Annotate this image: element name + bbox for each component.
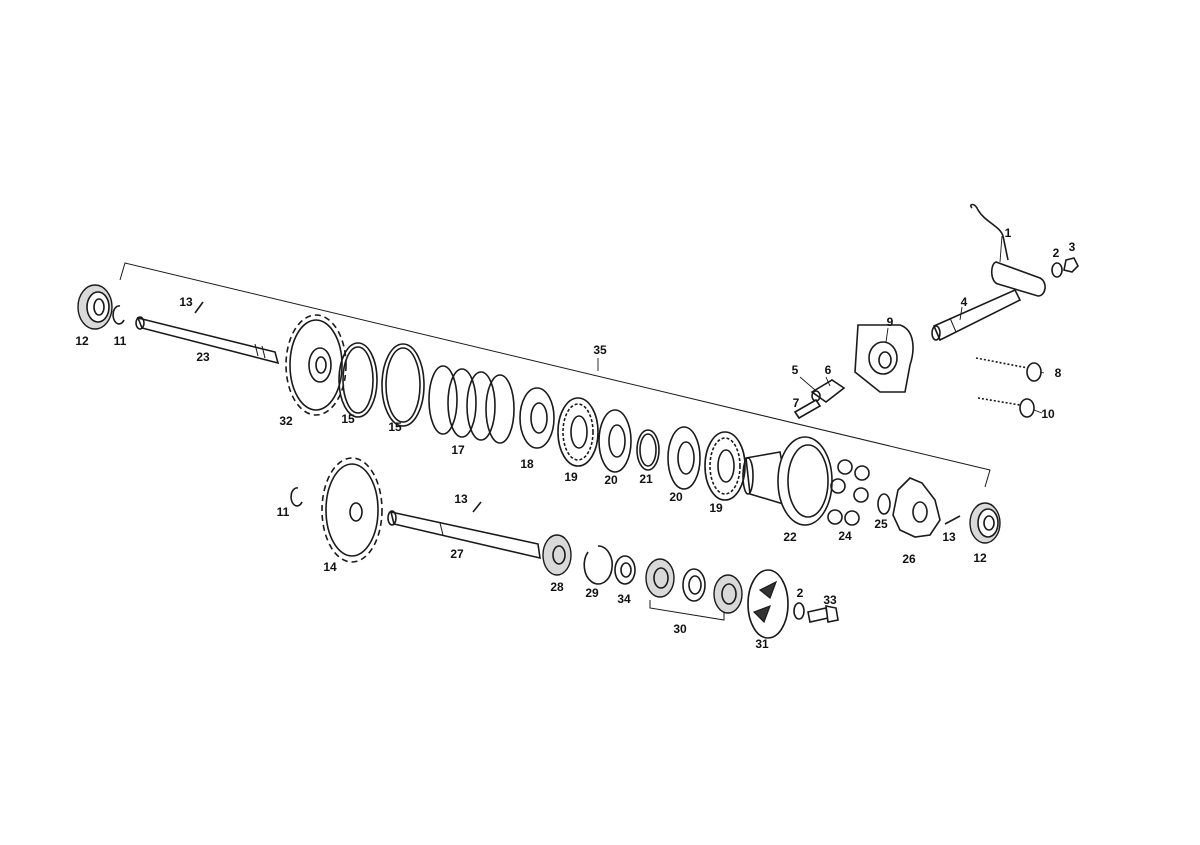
label-2-lower: 2 <box>797 586 804 600</box>
gear-32 <box>285 314 347 416</box>
label-18: 18 <box>520 457 534 471</box>
bolt-8 <box>975 357 1042 382</box>
label-33: 33 <box>823 593 837 607</box>
washer-34 <box>614 555 636 585</box>
fitting-5-6 <box>810 379 846 403</box>
bell-cup-22 <box>742 436 833 526</box>
label-23: 23 <box>196 350 210 364</box>
label-30: 30 <box>673 622 687 636</box>
ring-15-a <box>338 342 378 418</box>
label-24: 24 <box>838 529 852 543</box>
label-6: 6 <box>825 363 832 377</box>
impeller-31 <box>747 569 789 639</box>
label-13-right: 13 <box>942 530 956 544</box>
ramp-plate-26 <box>892 477 941 538</box>
cover-9 <box>854 324 914 393</box>
ring-15-b <box>381 343 425 427</box>
label-2-upper: 2 <box>1053 246 1060 260</box>
label-19-b: 19 <box>709 501 723 515</box>
washer-20-b <box>667 426 701 490</box>
label-7: 7 <box>793 396 800 410</box>
label-15-a: 15 <box>341 412 355 426</box>
label-22: 22 <box>783 530 797 544</box>
spring-17 <box>428 365 515 444</box>
label-19-a: 19 <box>564 470 578 484</box>
circlip-29 <box>583 545 613 585</box>
nut-3 <box>1063 257 1079 273</box>
bolt-10 <box>977 397 1035 418</box>
label-14: 14 <box>323 560 337 574</box>
label-12-left: 12 <box>75 334 89 348</box>
label-8: 8 <box>1055 366 1062 380</box>
label-10: 10 <box>1041 407 1055 421</box>
thrust-bearing-19-a <box>557 397 599 467</box>
label-28: 28 <box>550 580 564 594</box>
ring-21 <box>636 429 660 471</box>
pin-13-lower <box>472 501 482 513</box>
circlip-11-lower <box>290 487 303 507</box>
label-11-upper: 11 <box>114 334 127 348</box>
label-9: 9 <box>887 315 894 329</box>
label-4: 4 <box>961 295 968 309</box>
label-13-lower: 13 <box>454 492 468 506</box>
balls-24 <box>827 459 870 526</box>
label-32: 32 <box>279 414 293 428</box>
leader-lines <box>799 235 1045 414</box>
label-31: 31 <box>755 637 769 651</box>
seal-kit-30 <box>645 558 743 621</box>
thrust-bearing-19-b <box>704 431 746 501</box>
bearing-12-right <box>969 502 1001 544</box>
label-17: 17 <box>451 443 465 457</box>
pin-13-right <box>944 515 961 525</box>
pin-13-upper <box>194 301 204 314</box>
shaft-27 <box>387 510 541 560</box>
label-12-right: 12 <box>973 551 987 565</box>
gear-14 <box>321 457 383 563</box>
label-1: 1 <box>1005 226 1012 240</box>
pin-7 <box>793 398 822 420</box>
label-13-upper: 13 <box>179 295 193 309</box>
label-25: 25 <box>874 517 888 531</box>
shaft-23 <box>135 316 280 365</box>
bearing-28 <box>542 534 572 576</box>
circlip-11-upper <box>112 305 125 325</box>
assembly-bracket-35 <box>119 262 991 488</box>
label-26: 26 <box>902 552 916 566</box>
washer-2-upper <box>1051 262 1063 278</box>
washer-20-a <box>598 409 632 473</box>
label-20-b: 20 <box>669 490 683 504</box>
label-27: 27 <box>450 547 464 561</box>
label-20-a: 20 <box>604 473 618 487</box>
part-labels: 1 2 3 4 9 5 6 7 8 10 35 12 11 13 23 32 1… <box>75 226 1075 651</box>
label-34: 34 <box>617 592 631 606</box>
shaft-4 <box>931 288 1022 342</box>
washer-18 <box>519 387 555 449</box>
label-11-lower: 11 <box>277 505 290 519</box>
label-3: 3 <box>1069 240 1076 254</box>
label-35: 35 <box>593 343 607 357</box>
label-29: 29 <box>585 586 599 600</box>
ring-25 <box>877 493 891 515</box>
bolt-33 <box>807 604 839 623</box>
label-5: 5 <box>792 363 799 377</box>
washer-2-lower <box>793 602 805 620</box>
bearing-12-left <box>77 284 113 330</box>
label-15-b: 15 <box>388 420 402 434</box>
lever-1 <box>970 203 1046 297</box>
label-21: 21 <box>639 472 653 486</box>
